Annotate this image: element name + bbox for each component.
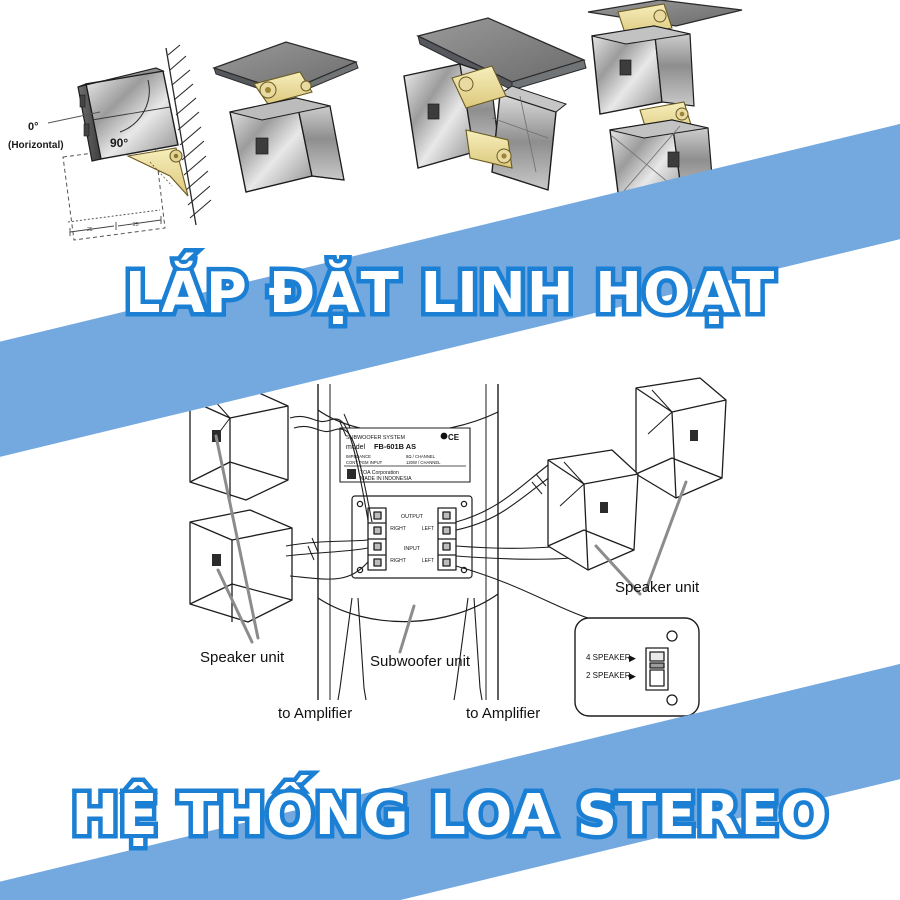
switch-option-4-speaker-label: 4 SPEAKER	[586, 653, 631, 662]
terminal-output-title: OUTPUT	[401, 514, 424, 520]
terminal-output-left: LEFT	[422, 526, 434, 532]
ceiling-bracket-pair	[451, 65, 513, 169]
nameplate-spec-1-value: 120W / CHANNEL	[406, 460, 441, 465]
ceiling-speaker-pair-right	[491, 85, 568, 191]
wall-hatching	[165, 44, 212, 226]
top-headline: LẮP ĐẶT LINH HOẠT	[0, 257, 900, 331]
toa-logo-badge	[212, 554, 221, 566]
nameplate-spec-0-key: IMPEDANCE	[346, 454, 371, 459]
label-speaker-unit-left: Speaker unit	[200, 649, 285, 666]
dimension-left-label: 25	[87, 227, 93, 233]
scene-ceiling-mount-single	[212, 41, 359, 193]
speaker-right-lower	[547, 449, 639, 571]
nameplate-title: SUBWOOFER SYSTEM	[346, 435, 406, 441]
scene-wall-mount-angle: 25 25 0° (Horizontal) 90°	[8, 44, 212, 241]
toa-logo-badge	[255, 137, 269, 155]
toa-logo-badge	[619, 59, 632, 76]
leader-lines	[214, 434, 688, 654]
toa-logo-badge	[600, 502, 608, 513]
bottom-headline: HỆ THỐNG LOA STEREO	[0, 779, 900, 853]
label-to-amplifier-right: to Amplifier	[466, 705, 540, 722]
mark-circle-icon	[440, 432, 448, 440]
nameplate-model-value: FB-601B AS	[374, 442, 416, 451]
nameplate-origin: MADE IN INDONESIA	[360, 476, 412, 482]
nameplate-spec-0-value: 8Ω / CHANNEL	[406, 454, 436, 459]
stacked-speaker-upper	[591, 25, 695, 115]
ceiling-bracket-single	[253, 71, 313, 105]
toa-logo-badge	[427, 103, 440, 120]
terminal-input-right: RIGHT	[390, 558, 406, 564]
switch-option-2-speaker-label: 2 SPEAKER	[586, 671, 631, 680]
terminal-output-right: RIGHT	[390, 526, 406, 532]
speaker-left-lower	[189, 509, 293, 623]
nameplate-ce-mark: CE	[448, 433, 460, 442]
toa-logo-badge	[690, 430, 698, 441]
nameplate-brand: TOA Corporation	[360, 470, 399, 476]
dimension-right-label: 25	[133, 222, 139, 228]
ceiling-speaker-single	[229, 97, 345, 193]
stereo-speaker-wiring-illustration: SUBWOOFER SYSTEM model FB-601B AS IMPEDA…	[189, 377, 727, 722]
ghost-position-outline	[62, 144, 166, 241]
wall-speaker-body	[77, 67, 179, 162]
nameplate-spec-1-key: CONT PGM INPUT	[346, 460, 383, 465]
angle-ninety-label: 90°	[110, 136, 128, 150]
tilt-bracket-wall	[126, 147, 189, 197]
terminal-input-title: INPUT	[404, 546, 421, 552]
switch-arrow-top-icon: ▶	[629, 653, 636, 663]
flexible-mounting-illustration: 25 25 0° (Horizontal) 90°	[8, 0, 743, 241]
top-headline-text: LẮP ĐẶT LINH HOẠT	[120, 257, 778, 331]
bottom-headline-text: HỆ THỐNG LOA STEREO	[67, 779, 832, 853]
terminal-panel	[351, 495, 473, 579]
label-subwoofer-unit: Subwoofer unit	[370, 653, 471, 670]
switch-arrow-bottom-icon: ▶	[629, 671, 636, 681]
label-speaker-unit-right: Speaker unit	[615, 579, 700, 596]
cable-bundle	[285, 413, 589, 701]
scene-ceiling-mount-stacked	[587, 0, 743, 209]
terminal-input-left: LEFT	[422, 558, 434, 564]
toa-logo-badge	[667, 151, 680, 168]
scene-ceiling-mount-pair	[403, 17, 587, 191]
angle-zero-label: 0°	[28, 121, 39, 133]
speaker-mode-switch-panel	[574, 617, 700, 717]
label-to-amplifier-left: to Amplifier	[278, 705, 352, 722]
dimension-ticks	[69, 216, 162, 236]
speaker-right-upper	[635, 377, 727, 499]
horizontal-note-label: (Horizontal)	[8, 140, 64, 151]
